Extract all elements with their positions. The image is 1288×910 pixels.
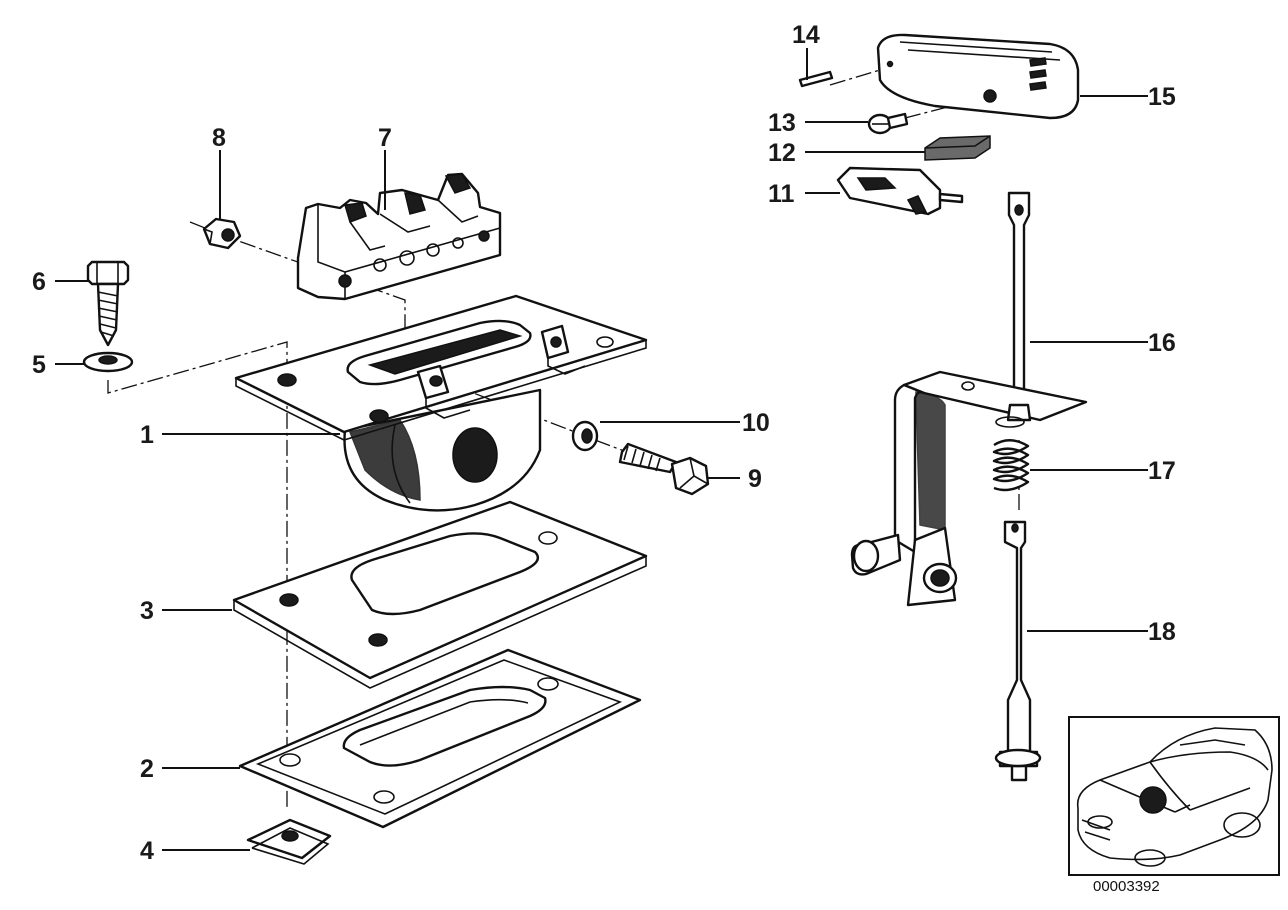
vehicle-location-inset	[1068, 716, 1280, 876]
part-11-knob-insert	[836, 166, 964, 216]
part-1-shift-housing	[234, 294, 648, 512]
callout-2: 2	[140, 755, 154, 783]
part-3-plate	[232, 500, 648, 689]
callout-18: 18	[1148, 618, 1176, 646]
callout-1: 1	[140, 421, 154, 449]
part-15-shift-knob	[876, 33, 1080, 120]
callout-10: 10	[742, 409, 770, 437]
callout-labels: 1 2 3 4 5 6 7 8 9 10 11 12 13 14 15 16 1…	[32, 21, 1176, 865]
diagram-code: 00003392	[1093, 878, 1160, 895]
callout-9: 9	[748, 465, 762, 493]
callout-6: 6	[32, 268, 46, 296]
part-14-pin	[798, 70, 834, 88]
callout-7: 7	[378, 124, 392, 152]
part-5-washer	[82, 351, 134, 373]
callout-15: 15	[1148, 83, 1176, 111]
part-2-gasket	[238, 648, 642, 829]
part-10-washer	[571, 420, 599, 452]
callout-12: 12	[768, 139, 796, 167]
leader-lines	[55, 48, 1148, 851]
part-17-spring	[992, 416, 1030, 492]
part-16-shift-lever	[850, 191, 1088, 607]
callout-5: 5	[32, 351, 46, 379]
part-6-bolt	[86, 260, 130, 347]
callout-8: 8	[212, 124, 226, 152]
part-18-selector-rod	[994, 520, 1042, 782]
callout-4: 4	[140, 837, 154, 865]
part-4-clip-nut	[246, 818, 332, 865]
callout-17: 17	[1148, 457, 1176, 485]
callout-3: 3	[140, 597, 154, 625]
part-9-bolt	[618, 442, 710, 496]
part-8-nut	[202, 217, 242, 250]
callout-13: 13	[768, 109, 796, 137]
callout-14: 14	[792, 21, 820, 49]
part-7-bracket	[296, 172, 502, 301]
part-13-screw	[867, 112, 909, 135]
callout-11: 11	[768, 180, 795, 208]
part-12-pad	[924, 135, 991, 161]
callout-16: 16	[1148, 329, 1176, 357]
